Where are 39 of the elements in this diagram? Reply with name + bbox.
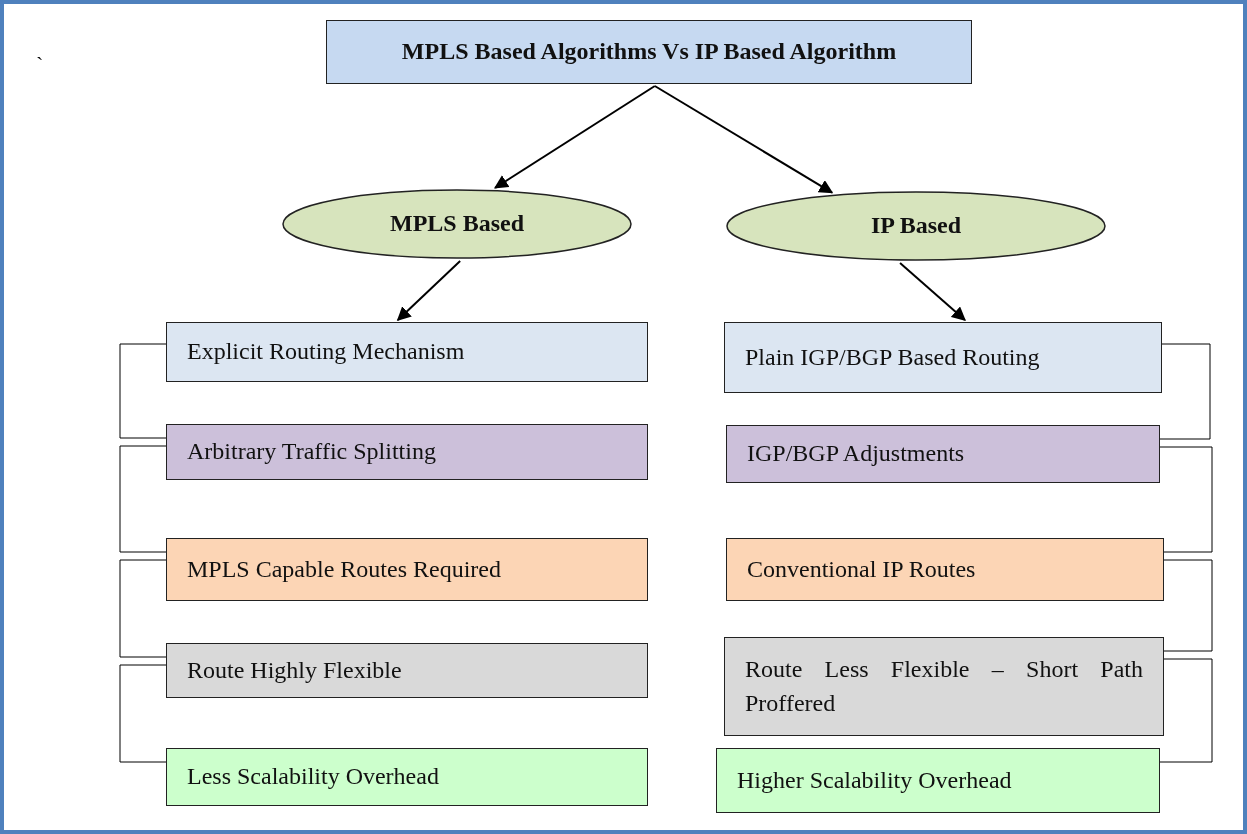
- feature-box: [166, 538, 648, 601]
- feature-box: [726, 538, 1164, 601]
- feature-label: Explicit Routing Mechanism: [187, 337, 465, 367]
- feature-box: [166, 322, 648, 382]
- feature-box: [724, 637, 1164, 736]
- arrow: [396, 260, 462, 321]
- feature-box: [166, 643, 648, 698]
- category-label: MPLS Based: [390, 209, 524, 239]
- feature-label: Arbitrary Traffic Splitting: [187, 437, 436, 467]
- feature-box: [726, 425, 1160, 483]
- bracket-connector: [119, 559, 167, 658]
- feature-label: Higher Scalability Overhead: [737, 765, 1012, 795]
- feature-box: [166, 424, 648, 480]
- bracket-connector: [1159, 343, 1211, 440]
- arrow: [899, 261, 966, 321]
- category-label: IP Based: [871, 211, 961, 241]
- bracket-connector: [119, 343, 167, 439]
- feature-label: Plain IGP/BGP Based Routing: [745, 342, 1040, 372]
- feature-label: Conventional IP Routes: [747, 554, 976, 584]
- bracket-connector: [1163, 559, 1213, 652]
- bracket-connector: [1159, 658, 1213, 763]
- feature-label: IGP/BGP Adjustments: [747, 439, 965, 469]
- arrow: [493, 85, 656, 189]
- feature-label: MPLS Capable Routes Required: [187, 554, 501, 584]
- stray-mark: `: [36, 52, 44, 78]
- title-box: [326, 20, 972, 84]
- feature-box: [166, 748, 648, 806]
- feature-label: Route Less Flexible – Short Path Proffered: [745, 654, 1143, 718]
- category-ellipse: [282, 189, 632, 259]
- feature-box: [716, 748, 1160, 813]
- category-ellipse: [726, 191, 1106, 261]
- feature-label: Less Scalability Overhead: [187, 762, 439, 792]
- arrow: [653, 85, 834, 194]
- bracket-connector: [119, 664, 167, 763]
- title-text: MPLS Based Algorithms Vs IP Based Algorithm: [401, 37, 897, 67]
- bracket-connector: [119, 445, 167, 553]
- bracket-connector: [1159, 446, 1213, 553]
- feature-label: Route Highly Flexible: [187, 655, 402, 685]
- feature-box: [724, 322, 1162, 393]
